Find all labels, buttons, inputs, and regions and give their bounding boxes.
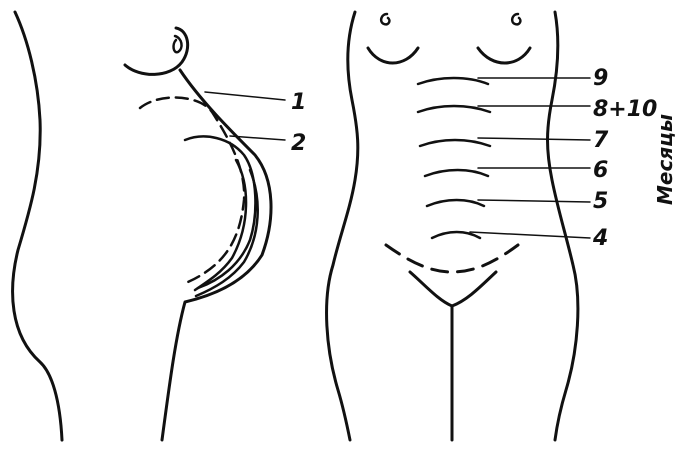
- front-labels: 9 8+10 7 6 5 4: [592, 66, 657, 251]
- right-nipple: [512, 14, 520, 24]
- label-front-7: 7: [593, 128, 609, 153]
- nipple-side: [174, 36, 182, 52]
- groin-right: [452, 272, 496, 306]
- side-level-1-dashed: [140, 97, 244, 282]
- front-level-5: [427, 200, 484, 206]
- side-profile-figure: [13, 12, 271, 440]
- label-front-9: 9: [593, 66, 608, 91]
- axis-title-months: Месяцы: [653, 114, 677, 205]
- pubic-dashed-arc: [386, 245, 518, 272]
- leader-4: [470, 232, 590, 238]
- back-contour: [13, 12, 62, 440]
- front-uterus-levels: [418, 78, 490, 238]
- front-leader-lines: [470, 78, 590, 238]
- leader-7: [478, 138, 590, 140]
- label-side-2: 2: [291, 131, 306, 156]
- front-level-4: [432, 232, 480, 238]
- leader-5: [478, 200, 590, 202]
- label-front-4: 4: [592, 226, 608, 251]
- side-uterus-levels: [140, 97, 258, 296]
- front-level-6: [425, 170, 488, 176]
- front-level-8-10: [418, 106, 490, 112]
- left-breast-contour: [368, 48, 418, 63]
- label-front-5: 5: [593, 189, 608, 214]
- front-figure: [327, 12, 578, 440]
- label-side-1: 1: [291, 90, 306, 115]
- label-front-8-10: 8+10: [593, 97, 657, 122]
- front-left-contour: [327, 12, 358, 440]
- groin-left: [410, 272, 452, 306]
- leader-1: [205, 92, 285, 100]
- left-nipple: [381, 14, 389, 24]
- abdomen-outer-contour: [162, 70, 271, 440]
- right-breast-contour: [478, 48, 530, 63]
- side-inner-contour-b: [196, 170, 258, 296]
- side-labels: 1 2: [291, 90, 306, 156]
- front-right-contour: [548, 12, 578, 440]
- label-front-6: 6: [593, 158, 608, 183]
- front-level-7: [420, 140, 490, 146]
- front-level-9: [418, 78, 488, 84]
